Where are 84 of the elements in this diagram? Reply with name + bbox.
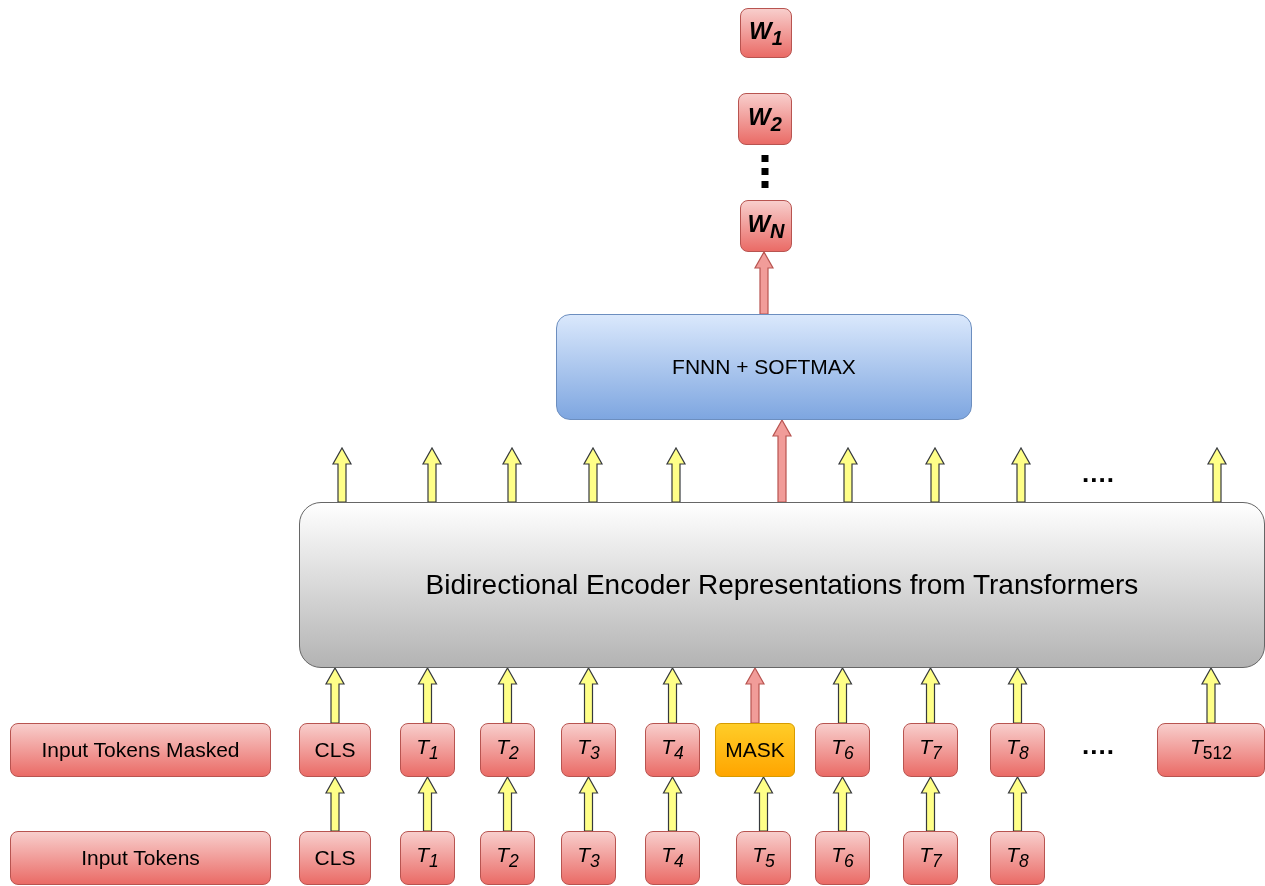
node-label: T$_{4}$ [661, 735, 684, 765]
arrow [582, 446, 604, 503]
arrow [331, 446, 353, 503]
output-box [740, 8, 792, 58]
token-box [480, 723, 535, 777]
encoder-box [299, 502, 1265, 668]
node-label: T$_{2}$ [496, 735, 519, 765]
node-label: W$_{2}$ [748, 102, 782, 136]
node-label: T$_{7}$ [919, 843, 942, 873]
arrow [421, 446, 443, 503]
node-label: CLS [314, 846, 356, 870]
arrow [920, 666, 941, 724]
token-box [815, 831, 870, 885]
arrow [744, 666, 766, 724]
node-label: T$_{7}$ [919, 735, 942, 765]
node-label: T$_{6}$ [831, 735, 854, 765]
arrow [578, 775, 599, 832]
token-box [561, 831, 616, 885]
token-box [400, 831, 455, 885]
arrow [497, 666, 518, 724]
arrow [1010, 446, 1032, 503]
arrow [324, 666, 346, 724]
token-box [903, 831, 958, 885]
arrow [662, 666, 683, 724]
token-box [645, 723, 700, 777]
token-box [645, 831, 700, 885]
node-label: T$_{3}$ [577, 843, 600, 873]
arrow [497, 775, 518, 832]
arrow [1206, 446, 1228, 503]
arrow [924, 446, 946, 503]
row-label-box [10, 831, 271, 885]
arrow [832, 775, 853, 832]
token-box [903, 723, 958, 777]
token-box [815, 723, 870, 777]
token-box [1157, 723, 1265, 777]
token-box [400, 723, 455, 777]
arrow [324, 775, 346, 832]
token-box [561, 723, 616, 777]
node-label: T$_{3}$ [577, 735, 600, 765]
node-label: T$_{8}$ [1006, 735, 1029, 765]
arrow [501, 446, 523, 503]
arrow [417, 775, 438, 832]
arrow [417, 666, 438, 724]
node-label: MASK [725, 738, 785, 762]
process-box [556, 314, 972, 420]
node-label: T$_{8}$ [1006, 843, 1029, 873]
node-label: T$_{5}$ [752, 843, 775, 873]
arrow [1007, 775, 1028, 832]
mask-token-box [715, 723, 795, 777]
node-label: W$_{1}$ [749, 16, 783, 50]
arrow [662, 775, 683, 832]
arrow [832, 666, 853, 724]
ellipsis-label: .... [1082, 730, 1115, 761]
row-label-box [10, 723, 271, 777]
token-box [480, 831, 535, 885]
node-label: W$_{N}$ [747, 209, 785, 243]
node-label: CLS [314, 738, 356, 762]
token-box [299, 723, 371, 777]
node-label: Bidirectional Encoder Representations from Transformers [425, 569, 1139, 601]
arrow [920, 775, 941, 832]
arrow [578, 666, 599, 724]
arrow [753, 775, 774, 832]
token-box [990, 723, 1045, 777]
node-label: T$_{4}$ [661, 843, 684, 873]
arrow [1200, 666, 1222, 724]
node-label: FNNN + SOFTMAX [672, 355, 856, 379]
node-label: Input Tokens Masked [41, 738, 240, 762]
arrow [753, 250, 775, 315]
arrow [771, 418, 793, 503]
node-label: T$_{512}$ [1190, 735, 1232, 765]
node-label: T$_{1}$ [416, 735, 439, 765]
node-label: T$_{2}$ [496, 843, 519, 873]
node-label: Input Tokens [81, 846, 200, 870]
token-box [990, 831, 1045, 885]
output-box [740, 200, 792, 252]
arrow [665, 446, 687, 503]
output-box [738, 93, 792, 145]
token-box [299, 831, 371, 885]
arrow [1007, 666, 1028, 724]
node-label: T$_{1}$ [416, 843, 439, 873]
token-box [736, 831, 791, 885]
node-label: T$_{6}$ [831, 843, 854, 873]
arrow [837, 446, 859, 503]
ellipsis-label: .... [1082, 458, 1115, 489]
